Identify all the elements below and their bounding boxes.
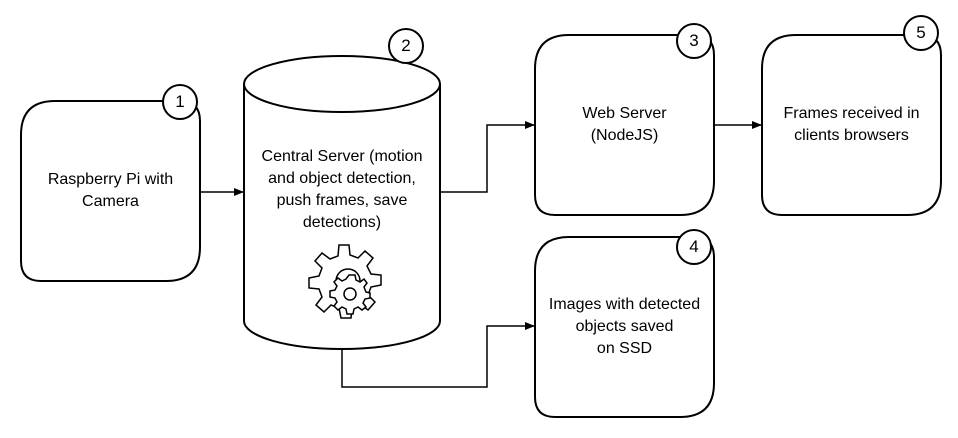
edge-central-to-images bbox=[341, 322, 535, 388]
step-badge-3: 3 bbox=[676, 23, 712, 59]
edge-central-to-webserver bbox=[440, 121, 535, 193]
web-server-label: Web Server (NodeJS) bbox=[582, 105, 667, 144]
gears-icon bbox=[308, 244, 382, 319]
step-badge-1: 1 bbox=[162, 84, 198, 120]
raspberry-pi-label: Raspberry Pi with Camera bbox=[47, 171, 174, 210]
images-label: Images with detected objects saved on SS… bbox=[548, 296, 701, 357]
step-badge-5: 5 bbox=[903, 15, 939, 51]
frames-label: Frames received in clients browsers bbox=[783, 105, 920, 144]
step-badge-2: 2 bbox=[388, 28, 424, 64]
raspberry-pi-box bbox=[20, 100, 201, 282]
step-badge-4: 4 bbox=[676, 229, 712, 265]
frames-box bbox=[761, 34, 942, 216]
central-server-label: Central Server (motion and object detect… bbox=[261, 148, 423, 231]
central-server-cylinder bbox=[243, 55, 441, 350]
